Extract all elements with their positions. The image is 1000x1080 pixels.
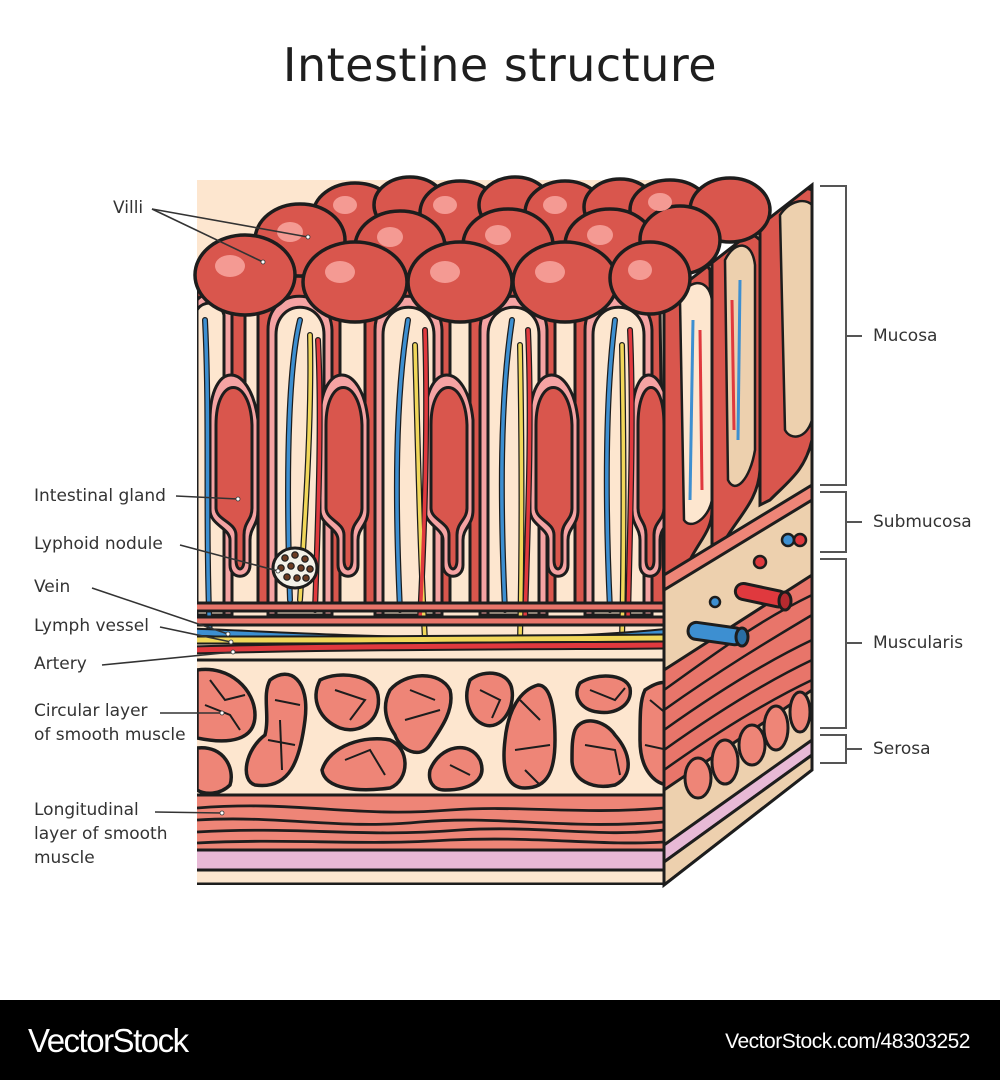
label-serosa: Serosa xyxy=(873,739,931,759)
label-longitudinal-muscle: Longitudinal layer of smooth muscle xyxy=(34,800,168,868)
submucosa-vessels xyxy=(197,627,664,655)
layer-brackets xyxy=(820,185,862,764)
longitudinal-muscle xyxy=(197,793,664,852)
label-mucosa: Mucosa xyxy=(873,326,938,346)
side-artery-tube xyxy=(733,581,793,612)
villi-highlights xyxy=(215,193,672,283)
footer-bar: VectorStock VectorStock.com/48303252 xyxy=(0,1000,1000,1080)
label-submucosa: Submucosa xyxy=(873,512,972,532)
page-title: Intestine structure xyxy=(282,38,718,92)
circular-muscle-cells xyxy=(204,679,664,786)
intestinal-glands xyxy=(208,373,664,578)
lymphoid-nodule xyxy=(271,546,319,590)
side-villi-vessels xyxy=(688,279,742,501)
villi-capillaries xyxy=(202,317,635,643)
label-circular-muscle: Circular layer of smooth muscle xyxy=(34,701,186,745)
muscularis-mucosae xyxy=(197,601,664,627)
side-vein-tube xyxy=(686,620,750,648)
label-villi: Villi xyxy=(113,198,144,218)
label-lymph-vessel: Lymph vessel xyxy=(34,616,149,636)
label-vein: Vein xyxy=(34,577,71,597)
label-lymphoid-nodule: Lyphoid nodule xyxy=(34,534,163,554)
circular-muscle-bundles xyxy=(197,667,664,796)
leader-dots xyxy=(219,234,311,816)
side-face xyxy=(664,185,812,885)
front-face xyxy=(197,180,664,885)
image-url: VectorStock.com/48303252 xyxy=(725,1030,970,1053)
brand-logo: VectorStock xyxy=(28,1022,189,1059)
label-muscularis: Muscularis xyxy=(873,633,964,653)
intestine-illustration xyxy=(91,175,862,889)
villi-tops xyxy=(193,175,772,324)
leader-lines xyxy=(91,208,309,814)
label-artery: Artery xyxy=(34,654,87,674)
label-intestinal-gland: Intestinal gland xyxy=(34,486,166,506)
